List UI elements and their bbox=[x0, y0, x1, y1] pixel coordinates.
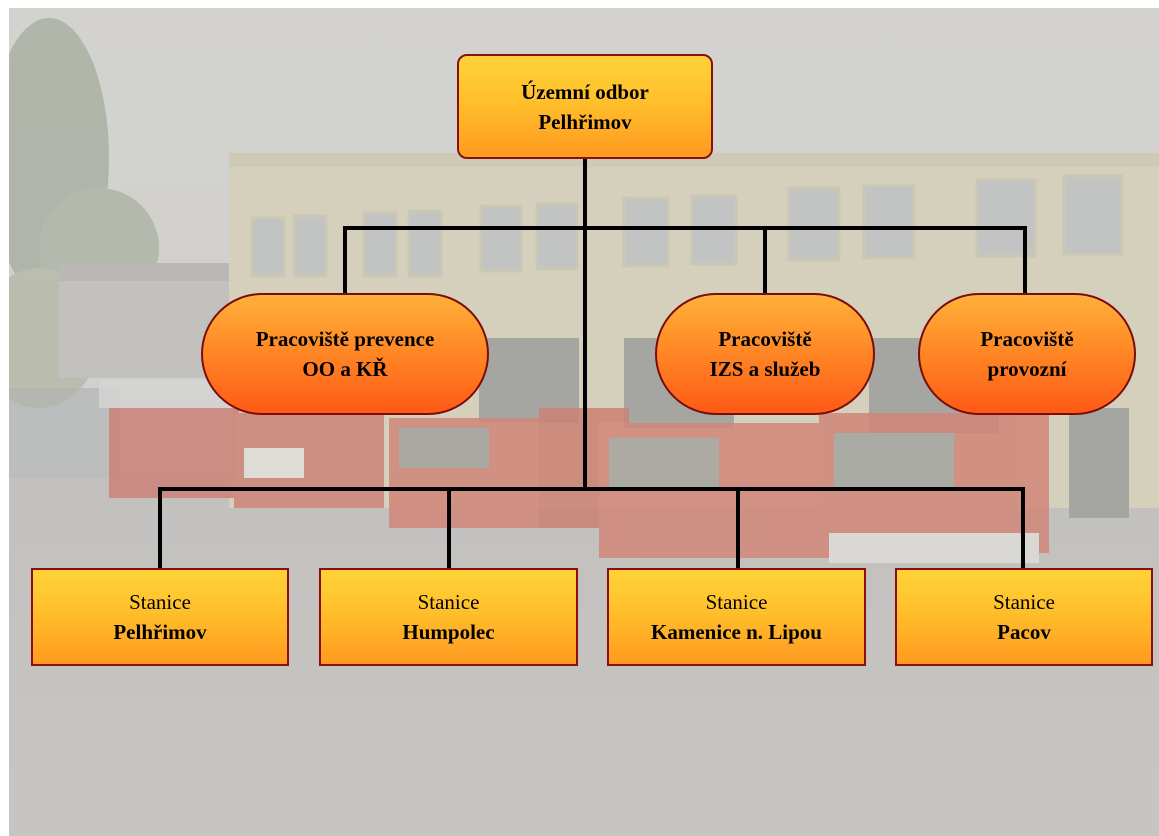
dept-node-line1: Pracoviště bbox=[980, 327, 1074, 351]
station-node-line1: Stanice bbox=[993, 590, 1055, 614]
dept-node-izs: Pracoviště IZS a služeb bbox=[655, 293, 875, 415]
building-windows bbox=[250, 174, 1124, 278]
station-node-line1: Stanice bbox=[705, 590, 768, 614]
dept-node-line1: Pracoviště bbox=[718, 327, 812, 351]
dept-node-provozni: Pracoviště provozní bbox=[918, 293, 1136, 415]
dept-node-line2: provozní bbox=[987, 357, 1067, 381]
dept-node-line1: Pracoviště prevence bbox=[255, 327, 435, 351]
root-node-line2: Pelhřimov bbox=[538, 109, 632, 134]
station-node-line1: Stanice bbox=[417, 590, 480, 614]
station-node-line1: Stanice bbox=[129, 590, 191, 614]
station-node-kamenice: Stanice Kamenice n. Lipou bbox=[607, 568, 866, 666]
station-node-line2: Humpolec bbox=[402, 620, 495, 644]
station-node-line2: Kamenice n. Lipou bbox=[651, 620, 822, 644]
dept-node-line2: IZS a služeb bbox=[709, 357, 821, 381]
station-node-line2: Pacov bbox=[997, 620, 1051, 644]
dept-node-line2: OO a KŘ bbox=[302, 357, 388, 381]
root-node-line1: Územní odbor bbox=[521, 79, 649, 104]
station-node-line2: Pelhřimov bbox=[113, 620, 207, 644]
root-node-uzemni-odbor: Územní odbor Pelhřimov bbox=[457, 54, 713, 159]
station-node-pacov: Stanice Pacov bbox=[895, 568, 1153, 666]
station-node-humpolec: Stanice Humpolec bbox=[319, 568, 578, 666]
dept-node-prevence: Pracoviště prevence OO a KŘ bbox=[201, 293, 489, 415]
station-node-pelhrimov: Stanice Pelhřimov bbox=[31, 568, 289, 666]
